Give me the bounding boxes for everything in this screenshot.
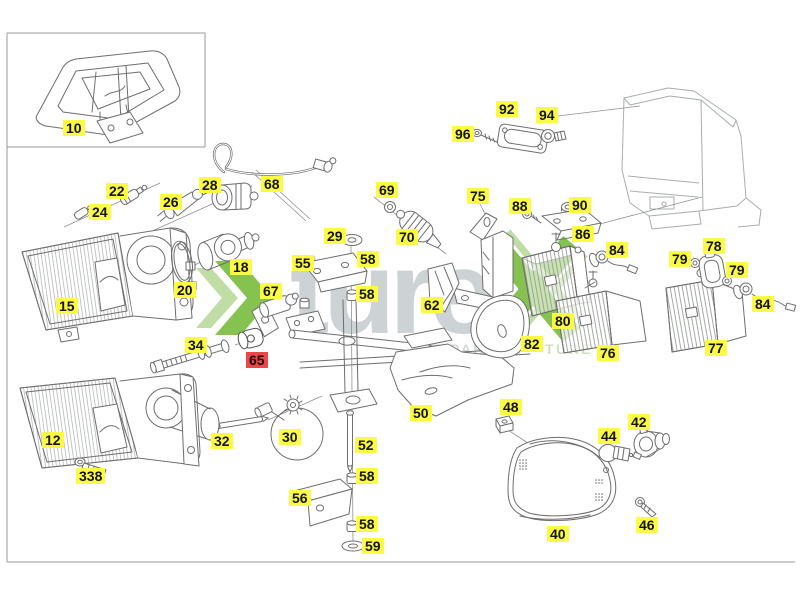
part-55-drawing	[302, 252, 368, 293]
x-arrows-icon	[196, 268, 238, 328]
part-label-88[interactable]: 88	[509, 198, 531, 214]
part-48-drawing	[495, 415, 514, 434]
part-label-84b[interactable]: 84	[752, 296, 774, 312]
part-label-58a[interactable]: 58	[357, 251, 379, 267]
part-92-drawing	[496, 123, 549, 154]
part-82-drawing	[470, 294, 530, 359]
truck-cab-drawing	[621, 87, 762, 230]
part-76-drawing	[555, 270, 647, 354]
part-label-15[interactable]: 15	[56, 298, 78, 314]
part-label-78[interactable]: 78	[703, 238, 725, 254]
part-label-12[interactable]: 12	[42, 432, 64, 448]
part-10-drawing	[35, 50, 181, 144]
part-label-46[interactable]: 46	[636, 517, 658, 533]
part-label-77[interactable]: 77	[705, 340, 727, 356]
part-40-drawing	[507, 436, 617, 522]
part-label-40[interactable]: 40	[547, 526, 569, 542]
part-label-82[interactable]: 82	[521, 336, 543, 352]
part-label-42[interactable]: 42	[628, 414, 650, 430]
part-label-90[interactable]: 90	[569, 197, 591, 213]
part-label-58b[interactable]: 58	[356, 286, 378, 302]
part-84b-drawing	[733, 282, 797, 312]
part-label-92[interactable]: 92	[496, 101, 518, 117]
part-80-drawing	[521, 232, 591, 317]
part-label-22[interactable]: 22	[106, 183, 128, 199]
part-18-drawing	[197, 231, 260, 271]
part-label-69[interactable]: 69	[376, 182, 398, 198]
part-label-20[interactable]: 20	[174, 282, 196, 298]
part-label-52[interactable]: 52	[355, 437, 377, 453]
part-70-drawing	[396, 209, 442, 249]
part-label-79b[interactable]: 79	[726, 262, 748, 278]
part-label-50[interactable]: 50	[410, 405, 432, 421]
part-label-24[interactable]: 24	[89, 204, 111, 220]
part-label-29[interactable]: 29	[324, 228, 346, 244]
part-label-32[interactable]: 32	[211, 433, 233, 449]
part-label-59[interactable]: 59	[362, 538, 384, 554]
part-69-drawing	[384, 201, 396, 213]
part-label-76[interactable]: 76	[597, 345, 619, 361]
part-28-drawing	[211, 182, 259, 211]
part-label-94[interactable]: 94	[536, 107, 558, 123]
part-label-338[interactable]: 338	[76, 468, 106, 484]
part-label-44[interactable]: 44	[598, 428, 620, 444]
part-label-55[interactable]: 55	[292, 255, 314, 271]
parts	[19, 50, 797, 552]
part-94-drawing	[541, 129, 567, 143]
part-52-drawing	[346, 410, 354, 473]
part-label-30[interactable]: 30	[279, 429, 301, 445]
part-44-drawing	[598, 444, 634, 462]
part-label-84a[interactable]: 84	[606, 242, 628, 258]
part-label-56[interactable]: 56	[289, 490, 311, 506]
part-67-drawing	[251, 292, 299, 338]
part-label-75[interactable]: 75	[467, 188, 489, 204]
part-79-drawing	[690, 258, 700, 268]
part-label-68[interactable]: 68	[261, 176, 283, 192]
part-label-67[interactable]: 67	[260, 283, 282, 299]
part-label-34[interactable]: 34	[185, 337, 207, 353]
part-22-drawing	[119, 184, 148, 205]
part-label-58c[interactable]: 58	[356, 468, 378, 484]
part-96-drawing	[472, 128, 498, 143]
part-label-86[interactable]: 86	[572, 226, 594, 242]
part-label-62[interactable]: 62	[421, 297, 443, 313]
part-label-26[interactable]: 26	[160, 194, 182, 210]
part-label-28[interactable]: 28	[199, 177, 221, 193]
part-label-70[interactable]: 70	[396, 229, 418, 245]
part-label-58d[interactable]: 58	[356, 516, 378, 532]
part-65-drawing	[237, 327, 264, 350]
part-label-80[interactable]: 80	[552, 313, 574, 329]
part-label-65[interactable]: 65	[246, 352, 268, 368]
part-label-18[interactable]: 18	[230, 259, 252, 275]
part-58-nut-drawing	[346, 472, 358, 484]
part-label-96[interactable]: 96	[452, 126, 474, 142]
part-label-10[interactable]: 10	[63, 120, 85, 136]
diagram-frame	[6, 32, 795, 563]
part-label-79a[interactable]: 79	[669, 251, 691, 267]
part-label-48[interactable]: 48	[500, 399, 522, 415]
part-68-drawing	[212, 142, 337, 176]
